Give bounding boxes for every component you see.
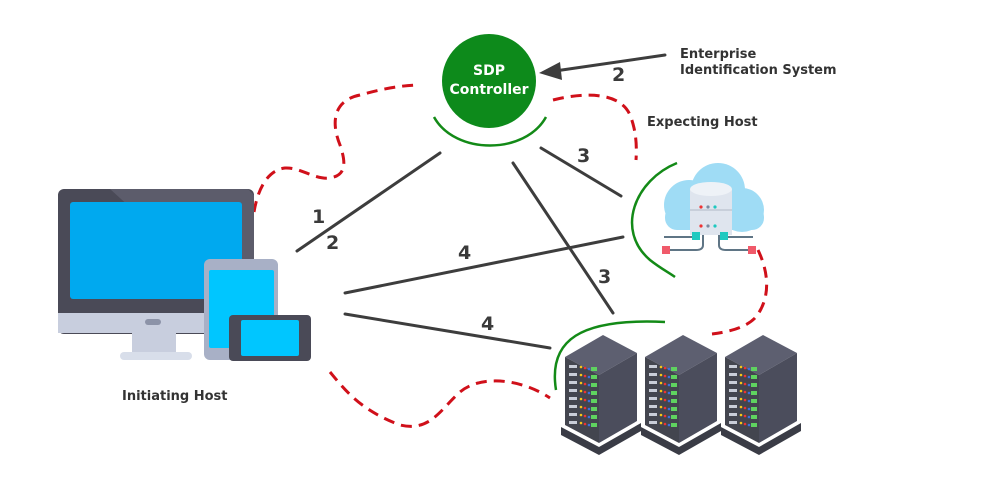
sdp-controller-label: SDP Controller [441, 62, 537, 100]
step-number: 4 [481, 313, 495, 335]
step-number: 1 [312, 206, 326, 228]
line-init-servers [343, 312, 552, 350]
servers-arc [553, 320, 666, 391]
dashed-path-right [711, 249, 769, 336]
step-number: 3 [598, 266, 612, 288]
step-number: 2 [326, 232, 340, 254]
step-number: 3 [577, 145, 591, 167]
phone-icon [229, 315, 311, 361]
dashed-path-left-top [252, 83, 421, 213]
server-rack-icon [721, 335, 801, 455]
server-rack-icon [561, 335, 641, 455]
server-rack-icon [641, 335, 721, 455]
line-controller-expecting [539, 146, 623, 198]
enterprise-identification-label: Enterprise Identification System [680, 47, 837, 79]
line-controller-servers [511, 161, 615, 315]
expecting-host-arc [630, 161, 678, 279]
arrowhead-icon [539, 62, 562, 80]
step-number: 4 [458, 242, 472, 264]
expecting-host-label: Expecting Host [647, 115, 758, 130]
line-init-controller [295, 151, 442, 253]
line-identity-controller [553, 53, 667, 73]
dashed-path-right-top [552, 93, 638, 161]
line-init-expecting [343, 235, 625, 295]
identity-label-line2: Identification System [680, 63, 837, 78]
initiating-host-devices [58, 189, 311, 361]
identity-label-line1: Enterprise [680, 47, 757, 62]
controller-label-line2: Controller [449, 82, 529, 98]
step-number: 2 [612, 64, 626, 86]
controller-label-line1: SDP [473, 63, 505, 79]
cloud-database-icon [662, 163, 764, 254]
dashed-path-bottom [328, 371, 551, 428]
dashed-perimeter [252, 83, 769, 428]
server-racks [561, 335, 801, 455]
controller-arc [432, 116, 548, 147]
sdp-controller-circle [442, 34, 536, 128]
initiating-host-label: Initiating Host [122, 389, 228, 404]
connections [295, 53, 667, 350]
desktop-monitor-icon [58, 189, 254, 360]
